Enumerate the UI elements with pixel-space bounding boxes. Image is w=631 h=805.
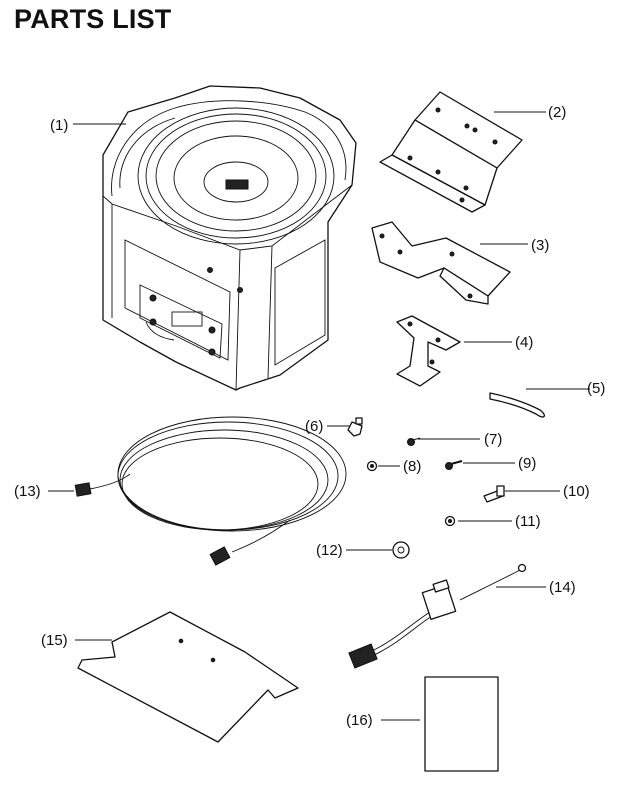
part-11-washer xyxy=(444,515,456,527)
part-3-bracket xyxy=(371,221,511,305)
label-part-2: (2) xyxy=(548,104,566,121)
label-part-7: (7) xyxy=(484,431,502,448)
label-part-8: (8) xyxy=(403,458,421,475)
label-part-10: (10) xyxy=(563,483,590,500)
part-12-spacer xyxy=(392,541,410,559)
label-part-9: (9) xyxy=(518,455,536,472)
part-2-bracket xyxy=(379,91,523,213)
part-7-screw xyxy=(407,437,421,446)
label-part-4: (4) xyxy=(515,334,533,351)
part-labels: (1) (2) (3) (4) (5) (6) (7) (8) (9) (10)… xyxy=(14,104,605,729)
label-part-12: (12) xyxy=(316,542,343,559)
part-15-template-sheet xyxy=(77,611,299,743)
label-part-14: (14) xyxy=(549,579,576,596)
label-part-15: (15) xyxy=(41,632,68,649)
part-6-pin xyxy=(347,417,363,437)
label-part-11: (11) xyxy=(515,513,541,530)
part-13-coiled-cable xyxy=(74,416,347,566)
label-part-3: (3) xyxy=(531,237,549,254)
part-16-manual xyxy=(424,676,499,772)
label-part-5: (5) xyxy=(587,380,605,397)
part-10-bolt xyxy=(483,485,505,503)
label-part-6: (6) xyxy=(305,418,323,435)
leader-lines xyxy=(48,111,590,721)
label-part-16: (16) xyxy=(346,712,373,729)
label-part-1: (1) xyxy=(50,117,68,134)
part-8-washer xyxy=(366,460,378,472)
label-part-13: (13) xyxy=(14,483,41,500)
page-title: PARTS LIST xyxy=(14,4,172,34)
part-14-fused-cable xyxy=(348,563,527,669)
part-1-subwoofer-enclosure xyxy=(102,85,357,391)
part-9-screw xyxy=(445,460,463,470)
part-4-bracket xyxy=(396,315,461,387)
part-5-cable-tie xyxy=(489,392,546,418)
